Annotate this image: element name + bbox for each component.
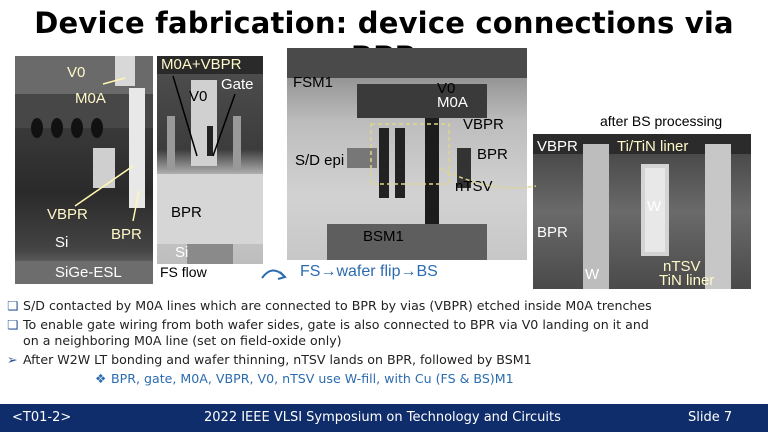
label-bpr: BPR [477,146,508,163]
tem-image-after-bs: VBPR Ti/TiN liner W BPR W nTSV TiN liner [533,134,751,289]
footer-bar: <T01-2> 2022 IEEE VLSI Symposium on Tech… [0,404,768,432]
label-m0a-vbpr: M0A+VBPR [161,56,242,73]
label-ntsv: nTSV [455,178,493,195]
label-m0a: M0A [437,94,468,111]
label-fsm1: FSM1 [293,74,334,91]
bullet-item-continuation: on a neighboring M0A line (set on field-… [23,333,342,348]
label-bpr: BPR [537,224,568,241]
label-bpr: BPR [111,226,142,243]
label-sige-esl: SiGe-ESL [55,264,122,281]
label-vbpr: VBPR [463,116,504,133]
label-si: Si [175,244,189,261]
footer-session-id: <T01-2> [12,410,72,425]
bullet-item: ❏S/D contacted by M0A lines which are co… [7,298,652,313]
bullet-item: ➢After W2W LT bonding and wafer thinning… [7,352,532,367]
fs-flow-label: FS flow [160,264,207,280]
label-ti-tin-liner: Ti/TiN liner [617,138,689,155]
flow-text: FS→wafer flip→BS [300,263,438,280]
label-gate: Gate [221,76,254,93]
tem-image-ntsv: FSM1 V0 M0A VBPR S/D epi BPR nTSV BSM1 [287,48,527,260]
footer-conference: 2022 IEEE VLSI Symposium on Technology a… [204,410,561,425]
label-w-2: W [585,266,600,283]
label-si: Si [55,234,69,251]
label-vbpr: VBPR [47,206,88,223]
label-w-1: W [647,198,662,215]
sub-bullet-item: ❖BPR, gate, M0A, VBPR, V0, nTSV use W-fi… [95,371,514,386]
label-v0: V0 [67,64,86,81]
footer-slide-number: Slide 7 [688,410,733,425]
label-vbpr: VBPR [537,138,578,155]
tem-image-gate: M0A+VBPR Gate V0 BPR Si [157,56,263,264]
label-tin-liner: TiN liner [659,272,715,289]
label-bsm1: BSM1 [363,228,404,245]
label-m0a: M0A [75,90,106,107]
zoom-dotted-line [440,167,537,189]
label-bpr: BPR [171,204,202,221]
flip-arrow-icon [261,269,287,280]
bullet-item: ❏To enable gate wiring from both wafer s… [7,317,649,332]
label-v0: V0 [437,80,456,97]
label-sd-epi: S/D epi [295,152,345,169]
tem-image-bpr-si: V0 M0A VBPR BPR Si SiGe-ESL [15,56,153,284]
label-ntsv: nTSV [663,258,701,275]
after-bs-caption: after BS processing [600,113,723,129]
label-v0: V0 [189,88,208,105]
